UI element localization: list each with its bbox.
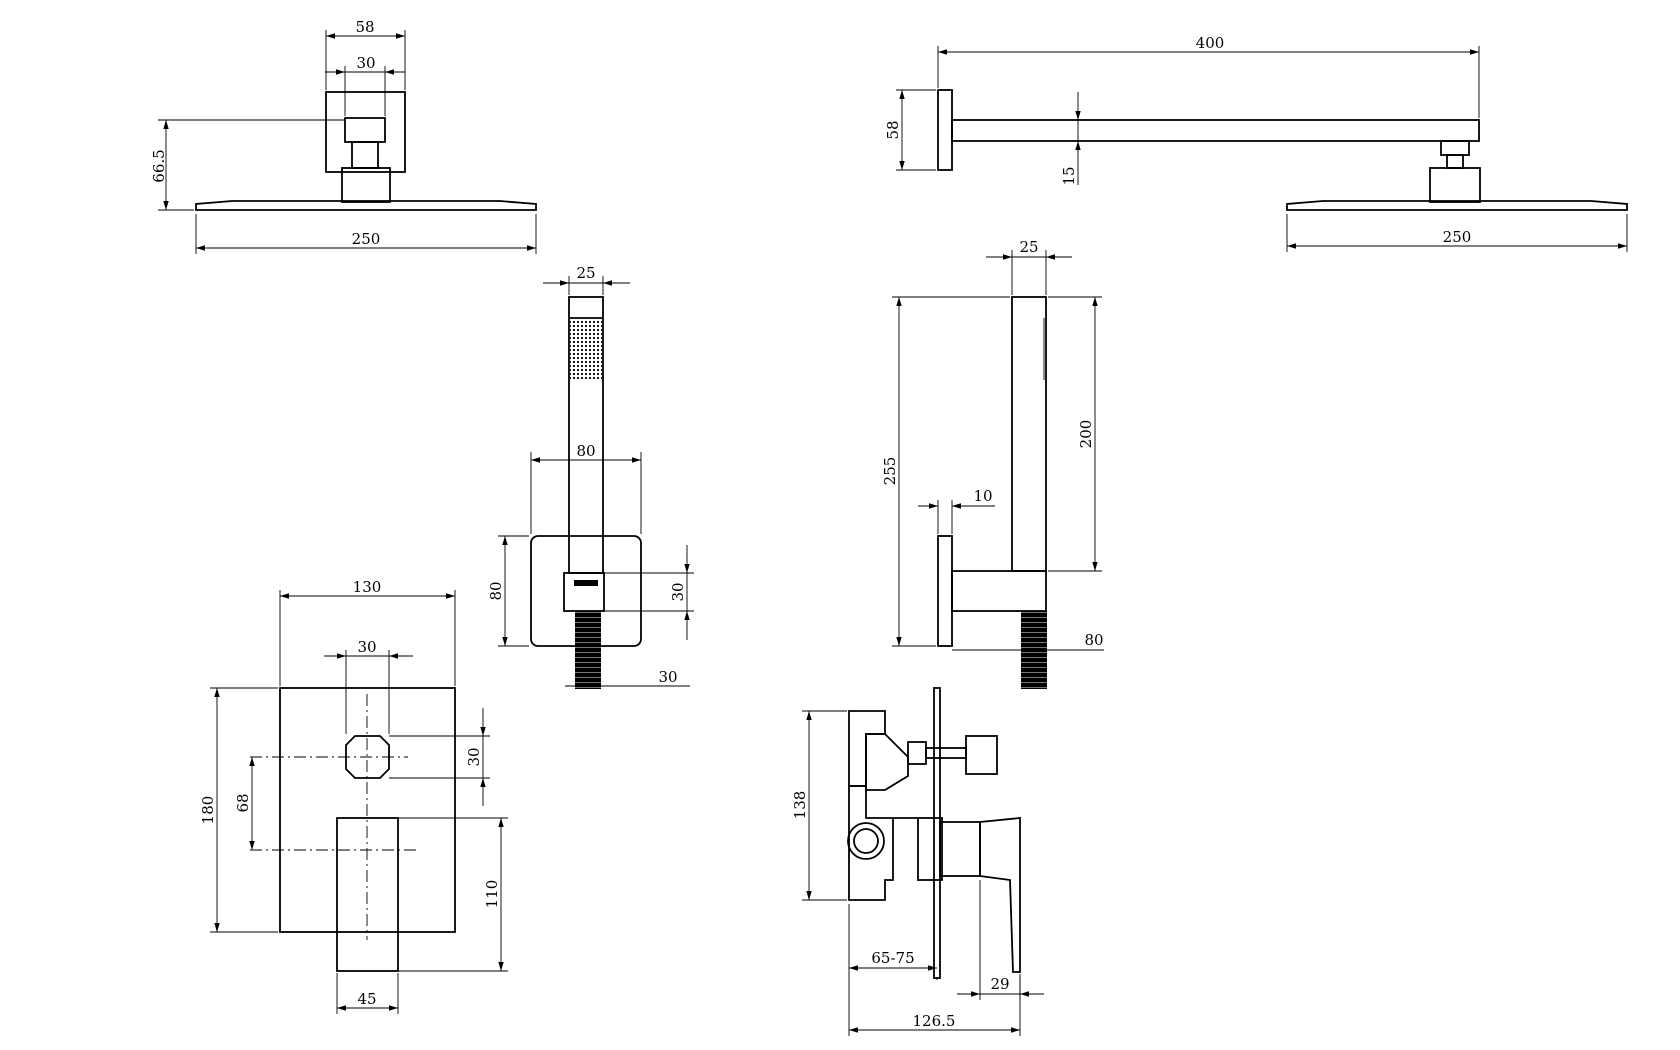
dim-label: 80 xyxy=(487,581,505,600)
swivel-joint xyxy=(351,141,379,169)
wall-flange xyxy=(325,91,406,173)
dim-label: 200 xyxy=(1077,420,1095,449)
shower-head-plate xyxy=(195,200,537,211)
overhead-shower-side-view: 400 58 15 250 xyxy=(884,34,1628,252)
head-hub xyxy=(1429,167,1481,203)
dim-label: 25 xyxy=(576,264,595,282)
dim-label: 30 xyxy=(357,638,376,656)
dim-label: 30 xyxy=(658,668,677,686)
dim-plate-thickness: 10 xyxy=(918,487,995,534)
dim-label: 58 xyxy=(355,18,374,36)
diverter-spindle xyxy=(925,747,967,759)
dim-label: 30 xyxy=(669,582,687,601)
dim-label: 65-75 xyxy=(871,949,914,967)
valve-body-top xyxy=(848,710,886,787)
diverter-knob xyxy=(965,735,998,775)
hand-shower-side-view: 25 255 200 10 80 xyxy=(881,238,1104,689)
dim-label: 30 xyxy=(465,747,483,766)
dim-label: 400 xyxy=(1196,34,1225,52)
spray-nozzles xyxy=(570,319,602,381)
dim-overall-height: 255 xyxy=(881,296,1010,647)
holder-arm xyxy=(951,570,1047,612)
dim-label: 80 xyxy=(576,442,595,460)
hand-shower-handle xyxy=(1011,296,1047,572)
dim-plate-width: 130 xyxy=(279,578,456,686)
dim-label: 110 xyxy=(483,880,501,909)
diverter-stem xyxy=(907,741,927,765)
threaded-hose xyxy=(575,611,601,689)
shower-head-plate xyxy=(1286,200,1628,211)
dim-label: 180 xyxy=(199,796,217,825)
valve-body-bottom xyxy=(848,785,894,901)
dim-label: 130 xyxy=(353,578,382,596)
dim-head-width: 250 xyxy=(195,214,537,254)
overhead-shower-front-view: 58 30 66.5 250 xyxy=(150,18,537,254)
dim-holder-depth: 80 xyxy=(952,631,1104,651)
dim-label: 66.5 xyxy=(150,149,168,182)
dim-label: 25 xyxy=(1019,238,1038,256)
mixer-lever xyxy=(979,817,1021,973)
mixer-front-view: 130 30 180 68 30 xyxy=(199,578,508,1014)
arm-connector xyxy=(1440,140,1470,156)
dim-hose-width: 30 xyxy=(565,668,690,687)
dim-label: 126.5 xyxy=(913,1012,956,1030)
dim-arm-width: 58 xyxy=(325,18,406,90)
wall-plate xyxy=(937,535,953,647)
dim-lever-depth: 29 xyxy=(957,880,1044,1000)
dim-handle-width: 25 xyxy=(543,264,630,295)
mixer-cartridge xyxy=(917,817,943,881)
dim-holder-height: 80 xyxy=(487,535,529,647)
dim-label: 30 xyxy=(356,54,375,72)
dim-lever-width: 45 xyxy=(336,973,399,1014)
wall-flange xyxy=(937,89,953,171)
dim-handle-length: 200 xyxy=(1048,296,1102,572)
dim-total-depth: 126.5 xyxy=(849,976,1021,1036)
dim-label: 45 xyxy=(357,990,376,1008)
dim-label: 29 xyxy=(990,975,1009,993)
dim-label: 80 xyxy=(1084,631,1103,649)
arm-connector xyxy=(344,117,386,143)
dim-label: 250 xyxy=(1443,228,1472,246)
diverter-cartridge xyxy=(865,733,909,791)
dim-height: 66.5 xyxy=(150,119,345,211)
dim-knob-width: 30 xyxy=(324,638,413,734)
swivel-joint xyxy=(1446,154,1464,169)
hand-shower-front-view: 25 80 80 30 30 xyxy=(487,264,694,689)
shower-arm xyxy=(951,119,1480,142)
dim-label: 68 xyxy=(234,793,252,812)
wall-plate xyxy=(933,687,941,979)
dim-arm-length: 400 xyxy=(937,34,1480,118)
dim-label: 10 xyxy=(973,487,992,505)
head-hub xyxy=(341,167,391,203)
dim-connector-width: 30 xyxy=(325,54,405,116)
dim-label: 138 xyxy=(791,791,809,820)
diverter-knob xyxy=(345,735,390,779)
dim-arm-thickness: 15 xyxy=(1060,92,1081,186)
dim-label: 255 xyxy=(881,457,899,486)
outlet-port xyxy=(847,822,885,860)
dim-head-width: 250 xyxy=(1286,214,1628,252)
dim-knob-offset: 68 xyxy=(234,757,255,850)
connector-band xyxy=(574,580,598,586)
dim-flange-height: 58 xyxy=(884,89,936,171)
hose-connector xyxy=(563,572,605,612)
dim-handle-width: 25 xyxy=(986,238,1072,295)
dim-label: 58 xyxy=(884,120,902,139)
lever-hub xyxy=(939,821,981,877)
dim-label: 15 xyxy=(1060,166,1078,185)
dim-body-height: 138 xyxy=(791,710,847,901)
dim-knob-height: 30 xyxy=(389,708,490,806)
dim-connector-height: 30 xyxy=(604,545,694,640)
mixer-lever xyxy=(336,817,399,972)
dim-lever-height: 110 xyxy=(398,817,508,972)
cover-plate xyxy=(279,687,456,933)
dim-wall-depth: 65-75 xyxy=(848,904,938,1036)
dim-label: 250 xyxy=(352,230,381,248)
dim-holder-width: 80 xyxy=(530,442,642,534)
mixer-side-view: 138 65-75 29 126.5 xyxy=(791,687,1044,1036)
dim-plate-height: 180 xyxy=(199,687,278,933)
